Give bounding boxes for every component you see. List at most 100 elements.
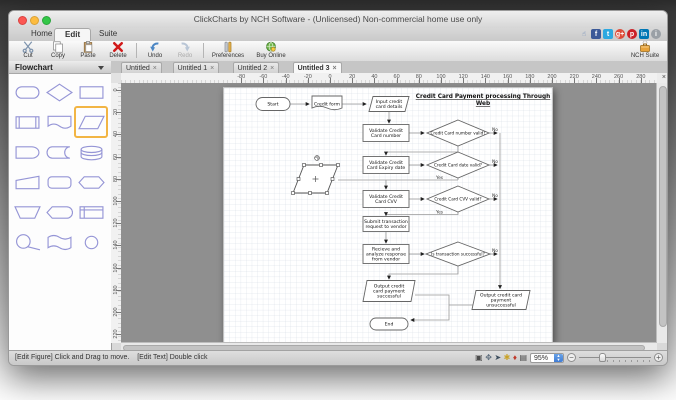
select-tool-icon[interactable]: ➤ bbox=[494, 353, 502, 362]
zoom-in-button[interactable]: + bbox=[654, 353, 663, 362]
twitter-icon[interactable]: t bbox=[603, 29, 613, 39]
minimize-window-button[interactable] bbox=[30, 16, 39, 25]
zoom-slider-thumb[interactable] bbox=[599, 352, 607, 362]
google-plus-icon[interactable]: g+ bbox=[615, 29, 625, 39]
palette-shape-alternate-process[interactable] bbox=[43, 167, 75, 197]
selection-handle[interactable] bbox=[336, 163, 340, 167]
pan-tool-icon[interactable]: ✥ bbox=[485, 353, 492, 362]
palette-shape-data[interactable] bbox=[74, 106, 108, 138]
help-icon[interactable]: i bbox=[651, 29, 661, 39]
flowchart-node-cvv-valid[interactable]: Credit Card CVV valid? bbox=[425, 185, 491, 213]
pinterest-icon[interactable]: p bbox=[627, 29, 637, 39]
palette-shape-decision[interactable] bbox=[43, 77, 75, 107]
palette-shape-display[interactable] bbox=[43, 197, 75, 227]
flowchart-node-date-valid[interactable]: Credit Card date valid? bbox=[425, 151, 491, 179]
palette-shape-database[interactable] bbox=[75, 137, 107, 167]
selection-handle[interactable] bbox=[291, 191, 295, 195]
palette-shape-preparation[interactable] bbox=[75, 167, 107, 197]
selection-handle[interactable] bbox=[325, 191, 329, 195]
close-window-button[interactable] bbox=[18, 16, 27, 25]
tab-home[interactable]: Home bbox=[31, 29, 53, 38]
connector-line[interactable] bbox=[387, 266, 459, 280]
tab-edit[interactable]: Edit bbox=[54, 28, 92, 41]
palette-shape-loop-limit[interactable] bbox=[11, 227, 43, 257]
zoom-slider[interactable] bbox=[579, 352, 651, 363]
page-setup-icon[interactable]: ▣ bbox=[475, 353, 483, 362]
zoom-window-button[interactable] bbox=[42, 16, 51, 25]
selection-handle[interactable] bbox=[308, 191, 312, 195]
palette-category-dropdown[interactable]: Flowchart bbox=[9, 61, 111, 74]
print-icon[interactable]: ▤ bbox=[519, 353, 527, 362]
flowchart-node-end[interactable]: End bbox=[369, 317, 409, 331]
palette-shape-document[interactable] bbox=[43, 107, 75, 137]
tools-icon bbox=[224, 41, 232, 53]
buy-online-button[interactable]: Buy Online bbox=[251, 41, 291, 60]
close-tab-icon[interactable]: × bbox=[270, 65, 275, 72]
delete-button[interactable]: Delete bbox=[103, 41, 133, 60]
palette-shape-connector[interactable] bbox=[75, 227, 107, 257]
doc-tab-untitled-1[interactable]: Untitled 1× bbox=[172, 62, 220, 73]
palette-shape-terminator[interactable] bbox=[11, 77, 43, 107]
selection-handle[interactable] bbox=[319, 163, 323, 167]
linkedin-icon[interactable]: in bbox=[639, 29, 649, 39]
palette-shape-internal-storage[interactable] bbox=[75, 197, 107, 227]
vertical-scrollbar[interactable] bbox=[656, 83, 667, 343]
palette-shape-manual-input[interactable] bbox=[11, 167, 43, 197]
node-label: Output credit bbox=[374, 284, 405, 290]
flowchart-node-number-valid[interactable]: Credit Card number valid? bbox=[425, 119, 491, 147]
doc-tab-untitled-2[interactable]: Untitled 2× bbox=[232, 62, 280, 73]
palette-shape-predefined-process[interactable] bbox=[11, 107, 43, 137]
palette-shape-stored-data[interactable] bbox=[43, 137, 75, 167]
close-tab-icon[interactable]: × bbox=[152, 65, 157, 72]
selection-handle[interactable] bbox=[302, 163, 306, 167]
doc-tab-untitled[interactable]: Untitled× bbox=[121, 62, 162, 73]
palette-shape-process[interactable] bbox=[75, 77, 107, 107]
nch-suite-button[interactable]: NCH Suite bbox=[625, 41, 665, 60]
connector-line[interactable] bbox=[384, 212, 459, 217]
palette-shape-manual-operation[interactable] bbox=[11, 197, 43, 227]
connector-line[interactable] bbox=[384, 146, 459, 156]
zoom-stepper[interactable]: ▲▼ bbox=[554, 353, 563, 362]
paste-button[interactable]: Paste bbox=[73, 41, 103, 60]
rotate-handle[interactable] bbox=[314, 155, 320, 161]
doc-tab-untitled-3[interactable]: Untitled 3× bbox=[292, 62, 342, 74]
close-tab-icon[interactable]: × bbox=[332, 65, 337, 72]
zoom-out-button[interactable]: − bbox=[567, 353, 576, 362]
like-icon[interactable]: ☝ bbox=[581, 30, 587, 38]
palette-shape-delay[interactable] bbox=[11, 137, 43, 167]
facebook-icon[interactable]: f bbox=[591, 29, 601, 39]
preferences-button[interactable]: Preferences bbox=[207, 41, 249, 60]
connector-line[interactable] bbox=[410, 294, 450, 322]
selection-handle[interactable] bbox=[296, 177, 301, 181]
selection-handle[interactable] bbox=[330, 177, 335, 181]
palette-shape-flag[interactable] bbox=[43, 227, 75, 257]
redo-button[interactable]: Redo bbox=[170, 41, 200, 60]
selected-shape-data[interactable] bbox=[291, 155, 340, 195]
ruler-tick bbox=[116, 245, 121, 247]
tab-suite[interactable]: Suite bbox=[99, 29, 118, 38]
cut-button[interactable]: Cut bbox=[13, 41, 43, 60]
vertical-scrollbar-thumb[interactable] bbox=[658, 86, 667, 328]
highlight-icon[interactable]: ✱ bbox=[503, 353, 511, 362]
favorite-icon[interactable]: ♦ bbox=[512, 353, 517, 362]
flowchart-node-credit-form[interactable]: Credit form bbox=[311, 95, 343, 111]
copy-button[interactable]: Copy bbox=[43, 41, 73, 60]
close-icon[interactable]: × bbox=[661, 74, 666, 81]
delete-label: Delete bbox=[109, 53, 127, 59]
flowchart-node-txn-successful[interactable]: Is transaction successful? bbox=[424, 241, 492, 267]
undo-button[interactable]: Undo bbox=[140, 41, 170, 60]
close-tab-icon[interactable]: × bbox=[210, 65, 215, 72]
flowchart-node-start[interactable]: Start bbox=[255, 97, 291, 111]
zoom-level-select[interactable]: 95% ▲▼ bbox=[530, 352, 564, 363]
